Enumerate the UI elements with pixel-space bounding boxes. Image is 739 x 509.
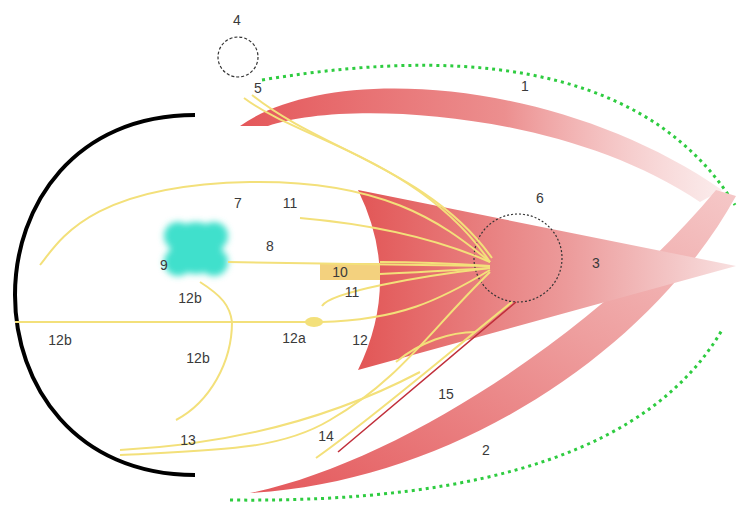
callout-number: 5	[252, 80, 264, 96]
callout-number: 15	[436, 386, 456, 402]
muscle-cone	[358, 190, 736, 370]
callout-number: 11	[281, 195, 300, 211]
lower-muscle	[250, 190, 736, 493]
callout-number: 2	[480, 442, 492, 458]
callout-number: 6	[534, 190, 546, 206]
dotted-circle	[218, 37, 258, 77]
orbit-arc	[15, 115, 195, 475]
callout-number: 1	[519, 78, 531, 94]
callout-number: 11	[343, 284, 362, 300]
callout-number: 12b	[184, 350, 211, 366]
callout-number: 4	[231, 12, 243, 28]
callout-number: 8	[264, 238, 276, 254]
callout-number: 3	[590, 255, 602, 271]
nerve-band	[320, 263, 380, 280]
callout-number: 12b	[46, 332, 73, 348]
callout-number: 14	[316, 428, 336, 444]
ciliary-ganglion	[305, 317, 323, 327]
ganglion-blob	[164, 222, 228, 276]
callout-number: 7	[232, 195, 244, 211]
callout-number: 12	[350, 332, 370, 348]
nerve-lines	[15, 95, 512, 458]
callout-number: 10	[330, 264, 350, 280]
callout-number: 13	[178, 432, 198, 448]
red-vessel	[338, 302, 516, 452]
callout-number: 12b	[176, 290, 203, 306]
dotted-outline	[262, 65, 735, 205]
callout-number: 12a	[280, 330, 307, 346]
callout-number: 9	[158, 257, 170, 273]
